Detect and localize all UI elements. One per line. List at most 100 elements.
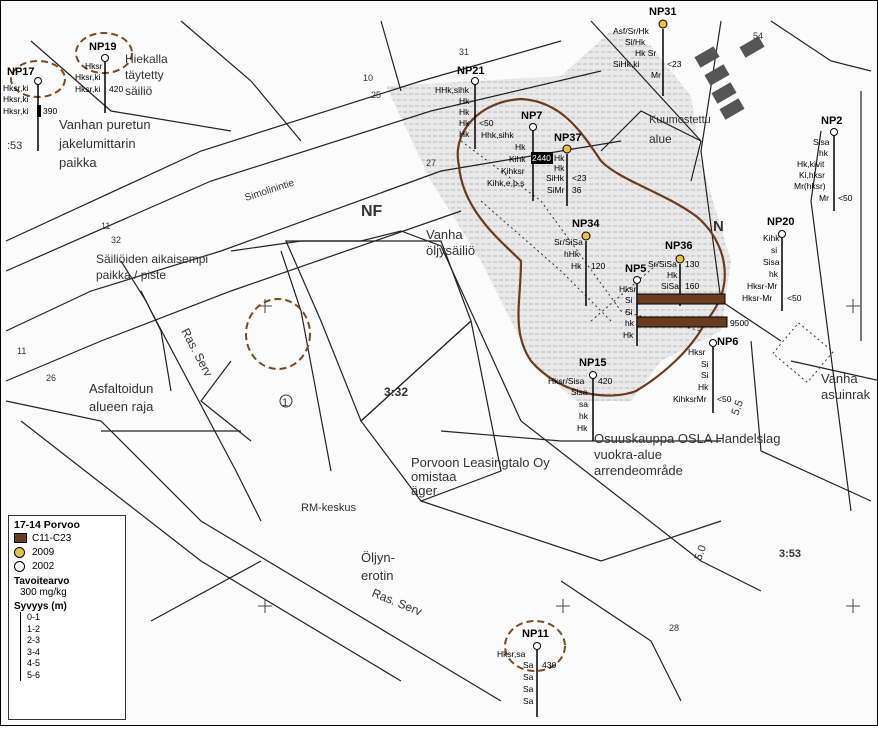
np7-value-box (531, 152, 553, 164)
np7-soil-5: Kihk,e,p,s (487, 178, 524, 188)
np15-soil-3: sa (579, 399, 588, 409)
np17-soil-3: Hksr,ki (3, 106, 29, 116)
np5-value-2: 9500 (730, 318, 749, 328)
label-sailio: säiliö (125, 84, 153, 98)
sampling-point-np20[interactable]: NP20 Kihk si Sisa hk Hksr-Mr Hksr-Mr <50 (742, 216, 802, 311)
label-1: 1 (282, 397, 288, 409)
label-11a: 11 (101, 221, 110, 231)
np20-marker-2002 (778, 230, 786, 238)
label-vanha-oljy-2: öljysäiliö (426, 243, 475, 258)
legend-title: 17-14 Porvoo (14, 519, 80, 531)
label-55: 5.5 (730, 399, 747, 417)
np36-soil-3: SiSa (661, 281, 679, 291)
sampling-point-np7[interactable]: NP7 2440 Hhk,sihk Hk Kihk Kihksr Kihk,e,… (481, 110, 553, 201)
np2-name: NP2 (821, 115, 842, 127)
contamination-outline (456, 97, 726, 397)
label-28: 28 (669, 623, 679, 633)
np21-soil-4: Hk (459, 118, 470, 128)
np31-soil-5: Mr (651, 70, 661, 80)
np21-name: NP21 (457, 65, 485, 77)
legend-2002-label: 2002 (32, 560, 55, 572)
np7-value: 2440 (532, 153, 551, 163)
label-alue: alue (649, 132, 672, 146)
np15-soil-1: Hksr/Sisa (548, 376, 585, 386)
np37-value-2: 36 (572, 185, 582, 195)
np20-soil-5: Hksr-Mr (747, 281, 777, 291)
sampling-point-np19[interactable]: NP19 Hksr Hksr,ki Hksr,ki 420 (75, 41, 123, 113)
np21-soil-5: Hk (459, 129, 470, 139)
np7-marker-2002 (529, 123, 537, 131)
np21-marker-2002 (471, 77, 479, 85)
contamination-swatch (14, 533, 27, 543)
np36-value-1: 130 (685, 259, 699, 269)
label-nf: NF (361, 203, 383, 220)
label-hiekalla: Hiekalla (125, 52, 168, 66)
np5-soil-1: Hksr (619, 284, 637, 294)
label-sailioiden-1: Säiliöiden aikaisempi (96, 252, 208, 266)
np5-marker-2002 (633, 276, 641, 284)
sampling-point-np5[interactable]: NP5 Hksr Si Si hk Hk 7400 9500 (619, 263, 749, 346)
legend-target-title: Tavoitearvo (14, 576, 70, 587)
np34-value: 120 (591, 261, 605, 271)
np2-marker-2002 (830, 128, 838, 136)
hatched-area (386, 31, 731, 401)
sampling-point-np11[interactable]: NP11 Hksr,sa Sa Sa Sa Sa 430 (497, 628, 556, 717)
label-353: 3:53 (779, 548, 801, 560)
np19-name: NP19 (89, 41, 117, 53)
sampling-point-np37[interactable]: NP37 Hk Hk SiHk SiMr <23 36 (546, 132, 587, 206)
label-11b: 11 (17, 346, 26, 356)
legend-2009-label: 2009 (32, 546, 55, 558)
label-vanha-asuin-1: Vanha (821, 371, 858, 386)
np37-marker-2009 (562, 144, 572, 154)
label-oljyn-2: erotin (361, 568, 394, 583)
marker-2002-icon (14, 560, 25, 572)
label-leasing-1: Porvoon Leasingtalo Oy (411, 455, 550, 470)
np2-soil-5: Mr(hksr) (794, 181, 826, 191)
sampling-point-np21[interactable]: NP21 HHk,sihk Hk Hk Hk Hk <50 (435, 65, 494, 149)
np5-bar-1 (636, 293, 726, 305)
legend-class-label: C11-C23 (32, 532, 72, 544)
np15-name: NP15 (579, 357, 607, 369)
np11-soil-1: Hksr,sa (497, 649, 526, 659)
sampling-point-np15[interactable]: NP15 Hksr/Sisa Sisa sa hk Hk 420 (548, 357, 612, 441)
np17-soil-1: Hksr,ki (3, 83, 29, 93)
legend-depth-3: 3-4 (20, 646, 120, 658)
legend-depth-0: 0-1 (20, 612, 120, 624)
np19-marker-2002 (101, 54, 109, 62)
np11-soil-4: Sa (523, 684, 534, 694)
np2-soil-4: Ki,hksr (799, 170, 825, 180)
legend-depth-2: 2-3 (20, 635, 120, 647)
np7-soil-2: Hk (515, 142, 526, 152)
np6-soil-1: Hksr (688, 347, 706, 357)
np36-soil-2: Hk (667, 270, 678, 280)
np5-value-1: 7400 (725, 295, 744, 305)
sampling-point-np34[interactable]: NP34 Sr/SiSa hHk Hk 120 (554, 218, 605, 306)
np31-soil-1: Asf/Sr/Hk (613, 26, 650, 36)
sampling-point-np6[interactable]: NP6 Hksr Si Si Hk KihksrMr <50 (673, 336, 738, 413)
sampling-point-np17[interactable]: NP17 Hksr,ki Hksr,ki Hksr,ki 390 (3, 66, 57, 151)
np21-soil-3: Hk (459, 107, 470, 117)
np34-name: NP34 (572, 218, 600, 230)
np5-soil-4: hk (625, 318, 635, 328)
sampling-point-np2[interactable]: NP2 Sisa hk Hk,kivit Ki,hksr Mr(hksr) Mr… (794, 115, 853, 211)
label-332: 3:32 (384, 385, 408, 399)
label-leasing-3: äger (411, 483, 438, 498)
np31-marker-2009 (658, 19, 668, 29)
np21-soil-2: Hk (459, 96, 470, 106)
label-ras-serv-1: Ras. Serv (178, 326, 215, 379)
np36-marker-2009 (675, 254, 685, 264)
label-paikka: paikka (59, 155, 97, 170)
np20-value: <50 (787, 293, 802, 303)
circle-1-marker (279, 394, 293, 408)
map-legend: 17-14 Porvoo C11-C23 2009 2002 Tavoitear… (8, 515, 126, 720)
np15-soil-4: hk (579, 411, 589, 421)
np11-soil-2: Sa (523, 660, 534, 670)
label-26: 26 (46, 373, 56, 383)
np34-soil-1: Sr/SiSa (554, 237, 583, 247)
np7-name: NP7 (521, 110, 542, 122)
np21-soil-1: HHk,sihk (435, 85, 470, 95)
base-lines (5, 20, 878, 702)
label-asfalto-1: Asfaltoidun (89, 381, 153, 396)
sampling-point-np31[interactable]: NP31 Asf/Sr/Hk Si/Hk Hk Sr SiHk,ki Mr <2… (613, 6, 682, 96)
